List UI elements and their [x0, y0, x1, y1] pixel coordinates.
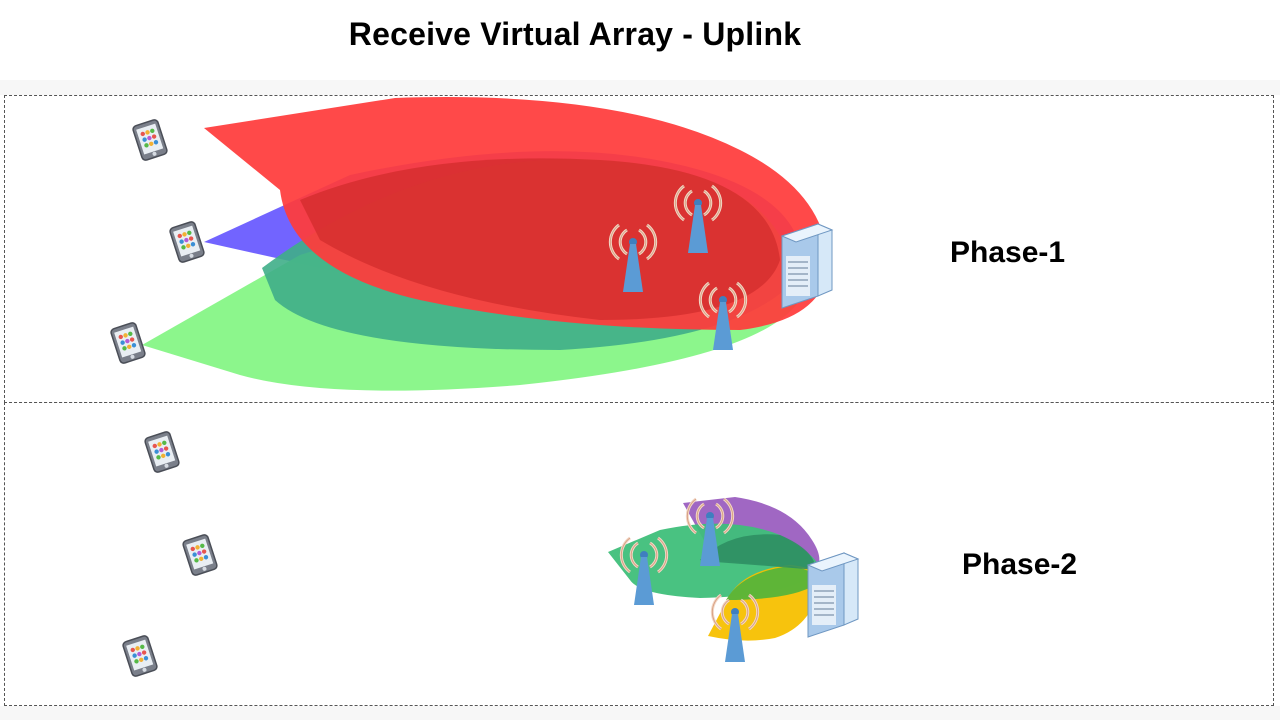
dark-red-lobe	[300, 158, 780, 320]
phone-icon	[143, 430, 181, 474]
phase-1-label: Phase-1	[950, 236, 1066, 269]
bottom-band	[0, 706, 1280, 720]
phone-icon	[109, 321, 147, 365]
phone-icon	[168, 220, 206, 264]
green-yellow-overlap	[726, 566, 816, 600]
server-icon	[807, 552, 859, 638]
phone-icon	[121, 634, 159, 678]
server-icon	[781, 223, 833, 309]
phone-icon	[131, 118, 169, 162]
phase-2-label: Phase-2	[962, 548, 1078, 581]
phase-2-panel	[4, 402, 1274, 706]
phone-icon	[181, 533, 219, 577]
phase-1-beams	[142, 97, 829, 391]
page-title: Receive Virtual Array - Uplink	[348, 16, 802, 52]
dark-green-overlap	[700, 534, 816, 570]
top-band	[0, 80, 1280, 95]
